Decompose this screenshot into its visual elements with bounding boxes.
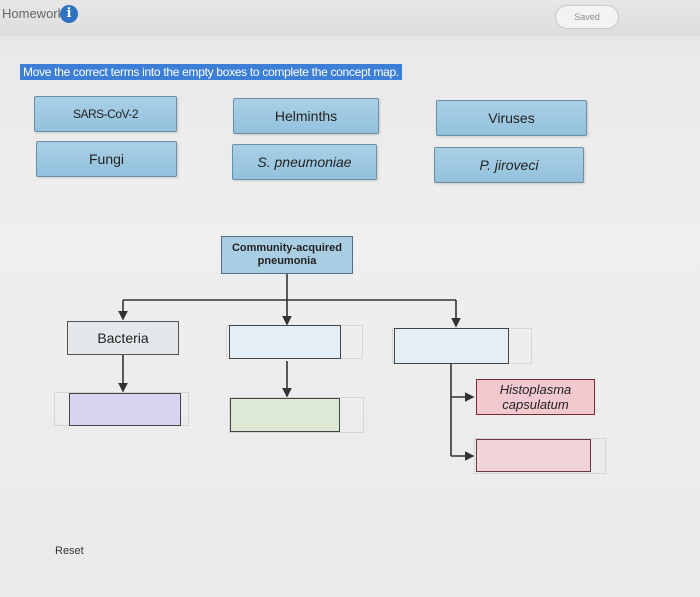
term-s-pneumoniae[interactable]: S. pneumoniae	[232, 144, 377, 180]
top-bar: Homework i Saved	[0, 0, 700, 36]
drop-zone-type-2[interactable]	[229, 325, 341, 359]
term-sars-cov-2[interactable]: SARS-CoV-2	[34, 96, 177, 132]
drop-zone-fungi-example[interactable]	[476, 439, 591, 472]
term-p-jiroveci[interactable]: P. jiroveci	[434, 147, 584, 183]
node-histoplasma-capsulatum: Histoplasma capsulatum	[476, 379, 595, 415]
term-helminths[interactable]: Helminths	[233, 98, 379, 134]
node-bacteria: Bacteria	[67, 321, 179, 355]
root-node-pneumonia: Community-acquired pneumonia	[221, 236, 353, 274]
term-fungi[interactable]: Fungi	[36, 141, 177, 177]
drop-zone-type-2-example[interactable]	[230, 398, 340, 432]
app-title: Homework	[2, 6, 65, 21]
drop-zone-bacteria-example[interactable]	[69, 393, 181, 426]
saved-status-badge: Saved	[555, 5, 619, 29]
info-icon[interactable]: i	[60, 5, 78, 23]
term-viruses[interactable]: Viruses	[436, 100, 587, 136]
drop-zone-type-3[interactable]	[394, 328, 509, 364]
reset-button[interactable]: Reset	[55, 545, 84, 557]
drop-zone-ghost	[229, 397, 364, 433]
instructions-text: Move the correct terms into the empty bo…	[20, 64, 402, 80]
drop-zone-ghost	[474, 438, 606, 474]
